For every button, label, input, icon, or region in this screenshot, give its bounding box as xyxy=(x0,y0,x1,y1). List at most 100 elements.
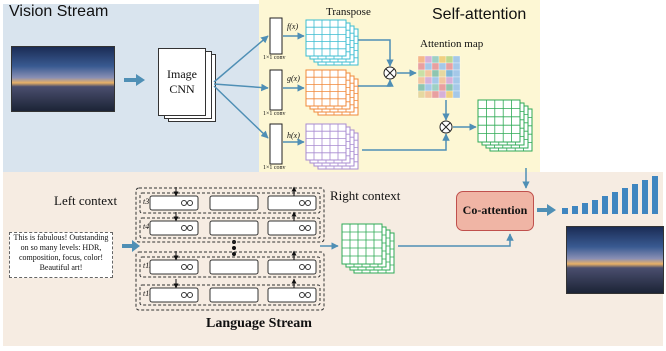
attention-cell xyxy=(431,83,440,92)
attention-cell xyxy=(438,69,447,78)
self-attention-title: Self-attention xyxy=(432,6,527,23)
attention-cell xyxy=(452,76,461,85)
arrow-coattn-to-bars xyxy=(537,204,556,216)
cnn-label-line1: Image xyxy=(167,67,197,81)
left-context-label: Left context xyxy=(54,193,118,208)
attention-cell xyxy=(445,76,454,85)
ellipsis-dot xyxy=(232,246,236,250)
attention-cell xyxy=(438,90,447,99)
attention-cell xyxy=(452,62,461,71)
g-label: g(x) xyxy=(287,74,300,83)
arrow-text-to-lstm xyxy=(122,240,140,252)
arrow-g-to-mult xyxy=(358,79,394,87)
vision-stream-title: Vision Stream xyxy=(9,3,109,20)
score-bar xyxy=(652,176,658,214)
time-step-label: t14 xyxy=(143,289,154,298)
score-bar xyxy=(632,184,638,214)
attention-cell xyxy=(452,90,461,99)
review-text: This is fabulous! Outstanding on so many… xyxy=(13,233,109,272)
attention-cell xyxy=(431,55,440,64)
multiply-ops xyxy=(383,66,453,134)
attention-cell xyxy=(417,90,426,99)
attention-cell xyxy=(445,90,454,99)
co-attention-label: Co-attention xyxy=(462,203,528,217)
lstm-row xyxy=(139,250,321,278)
arrow-image-to-cnn xyxy=(124,74,145,86)
attention-cell xyxy=(431,69,440,78)
attention-cell xyxy=(417,55,426,64)
score-bar xyxy=(622,188,628,214)
attention-cell xyxy=(417,62,426,71)
arrow-h-to-mult2 xyxy=(362,133,450,151)
conv-blocks xyxy=(269,17,283,165)
lstm-rows xyxy=(135,186,339,311)
h-label: h(x) xyxy=(287,131,300,140)
grid-h xyxy=(305,123,359,170)
conv-label-f: 1×1 conv xyxy=(263,55,286,61)
attention-map xyxy=(417,55,461,99)
conv-label-g: 1×1 conv xyxy=(263,111,286,117)
time-step-label: t3 xyxy=(143,197,150,206)
score-bar xyxy=(592,200,598,214)
multiply-op-1-cross xyxy=(385,68,395,78)
time-step-label: t4 xyxy=(143,222,150,231)
output-image xyxy=(566,226,664,294)
attention-cell xyxy=(424,69,433,78)
language-stream-panel xyxy=(3,172,663,346)
attention-cell xyxy=(438,83,447,92)
attention-cell xyxy=(424,62,433,71)
attention-cell xyxy=(417,83,426,92)
attention-map-label: Attention map xyxy=(420,38,484,50)
multiply-op-2-cross xyxy=(441,122,451,132)
score-bars xyxy=(562,176,658,214)
attention-cell xyxy=(438,76,447,85)
attention-cell xyxy=(452,55,461,64)
score-bar xyxy=(562,208,568,214)
conv-block-f xyxy=(269,17,283,55)
right-context-label: Right context xyxy=(330,188,401,203)
arrow-lang-to-coattn xyxy=(398,233,514,247)
review-text-box: This is fabulous! Outstanding on so many… xyxy=(9,232,113,278)
feature-grids xyxy=(305,19,533,274)
conv-block-h xyxy=(269,123,283,165)
lstm-group-bottom xyxy=(135,251,325,311)
attention-cell xyxy=(424,90,433,99)
grid-f xyxy=(305,19,359,66)
score-bar xyxy=(602,196,608,214)
lstm-row xyxy=(139,211,321,239)
attention-cell xyxy=(424,55,433,64)
ellipsis-dot xyxy=(232,252,236,256)
attention-cell xyxy=(417,76,426,85)
attention-cell xyxy=(438,62,447,71)
attention-cell xyxy=(424,76,433,85)
conv-label-h: 1×1 conv xyxy=(263,165,286,171)
lstm-row xyxy=(139,278,321,306)
attention-cell xyxy=(452,83,461,92)
score-bar xyxy=(612,192,618,214)
transpose-label: Transpose xyxy=(326,6,371,18)
co-attention-box: Co-attention xyxy=(456,191,534,231)
lstm-group-top xyxy=(135,187,325,243)
score-bar xyxy=(642,180,648,214)
f-label: f(x) xyxy=(287,22,299,31)
attention-cell xyxy=(445,69,454,78)
grid-g xyxy=(305,69,359,116)
attention-cell xyxy=(445,83,454,92)
lstm-row xyxy=(139,186,321,214)
thick-arrows xyxy=(122,74,556,252)
score-bar xyxy=(582,203,588,214)
language-stream-title: Language Stream xyxy=(206,316,312,331)
attention-cell xyxy=(438,55,447,64)
arrow-cnn-h xyxy=(213,85,269,139)
arrow-cnn-f xyxy=(213,35,269,83)
cnn-label-line2: CNN xyxy=(169,82,195,96)
attention-cell xyxy=(424,83,433,92)
attention-cell xyxy=(431,76,440,85)
attention-cell xyxy=(417,69,426,78)
grid-self-attn-output xyxy=(477,99,533,152)
input-image xyxy=(11,46,115,112)
score-bar xyxy=(572,206,578,214)
image-cnn-block: Image CNN xyxy=(158,48,216,122)
attention-cell xyxy=(452,69,461,78)
